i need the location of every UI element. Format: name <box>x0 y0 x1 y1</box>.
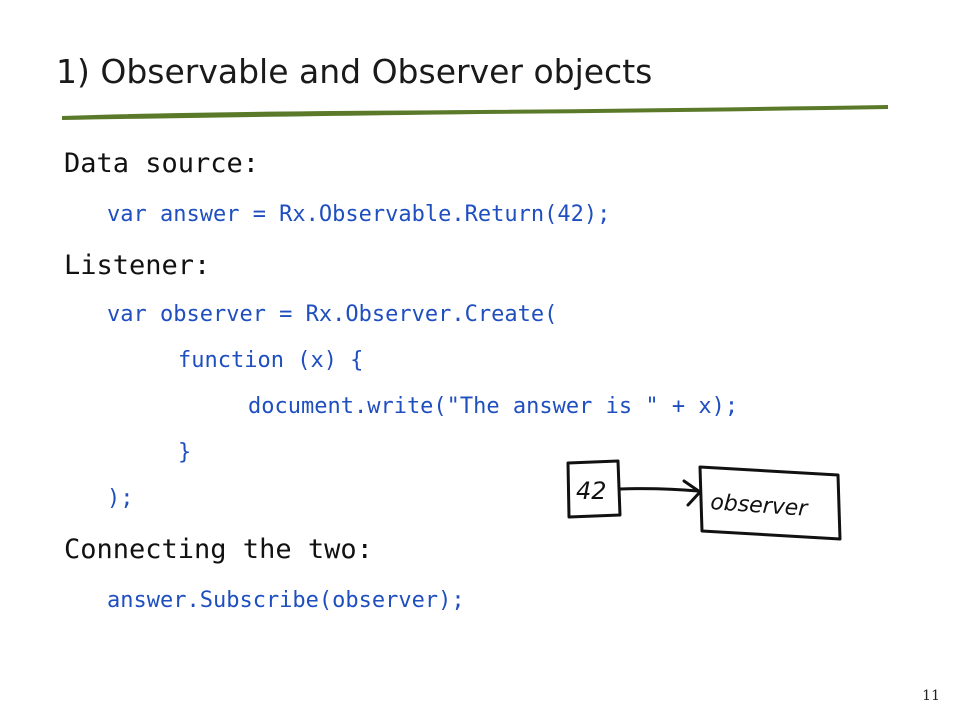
observer-sketch: 42 observer <box>566 459 842 541</box>
code-line: function (x) { <box>178 348 364 373</box>
value-box-label: 42 <box>576 477 607 505</box>
title-underline <box>62 105 888 120</box>
code-line: var observer = Rx.Observer.Create( <box>107 302 558 327</box>
slide-title: 1) Observable and Observer objects <box>56 52 653 91</box>
code-line: var answer = Rx.Observable.Return(42); <box>107 202 611 227</box>
observer-box <box>698 465 842 541</box>
code-line: } <box>178 440 192 465</box>
heading-listener: Listener: <box>64 250 211 281</box>
code-line: ); <box>107 486 134 511</box>
observer-box-label: observer <box>710 490 811 522</box>
code-line: document.write("The answer is " + x); <box>248 394 739 419</box>
code-line: answer.Subscribe(observer); <box>107 588 465 613</box>
arrow-head <box>682 479 702 507</box>
heading-connecting: Connecting the two: <box>64 534 373 565</box>
arrow-line <box>618 487 700 493</box>
heading-data-source: Data source: <box>64 148 260 179</box>
page-number: 11 <box>922 688 940 704</box>
value-box <box>566 459 622 519</box>
